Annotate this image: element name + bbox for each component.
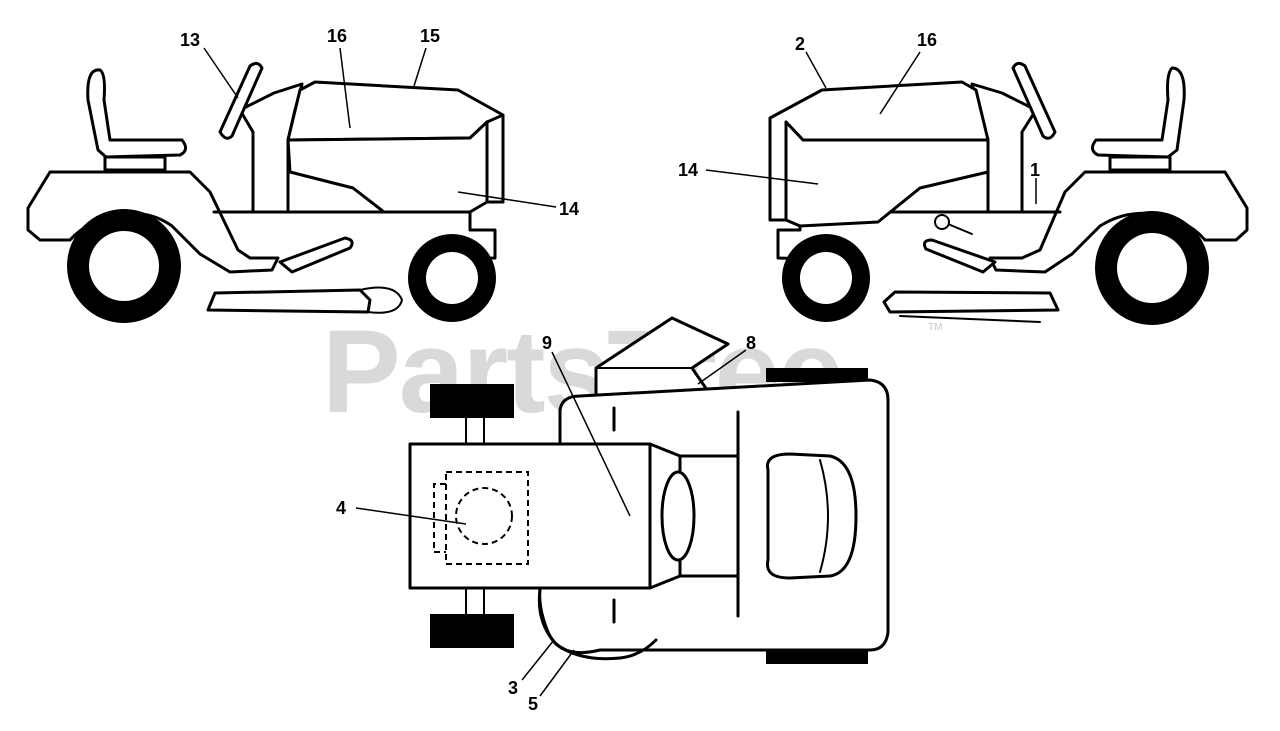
leader-16b [879, 51, 921, 115]
leader-9 [551, 351, 631, 517]
side-panel [286, 120, 489, 214]
front-wheel [408, 234, 496, 322]
callout-3: 3 [508, 678, 518, 698]
front-wheel-bottom [430, 614, 514, 648]
leader-14b [705, 169, 819, 185]
seat-back-top [819, 459, 829, 573]
callout-14-left: 14 [559, 199, 579, 219]
leader-5 [539, 649, 575, 697]
side-panel [784, 120, 990, 228]
callout-1: 1 [1030, 160, 1040, 180]
front-wheel [782, 234, 870, 322]
decal-bracket [433, 483, 446, 553]
leader-4 [355, 507, 467, 525]
seat-base [103, 155, 167, 172]
grille [485, 113, 505, 204]
callout-16-right: 16 [917, 30, 937, 50]
deck-edge [899, 315, 1041, 323]
rear-wheel-top [766, 368, 868, 382]
foot-pedal [278, 236, 354, 274]
rear-wheel [1095, 211, 1209, 325]
seat-base [1108, 155, 1172, 172]
callout-4: 4 [336, 498, 346, 518]
tractor-top-view [408, 316, 890, 664]
callout-9: 9 [542, 333, 552, 353]
watermark-tm: TM [928, 322, 942, 333]
callout-labels: 13 16 15 14 2 16 14 1 9 8 4 3 5 [180, 26, 1040, 714]
leader-13 [203, 47, 239, 99]
steering-wheel-top [660, 470, 696, 562]
steering-wheel [218, 61, 264, 140]
leader-2 [805, 51, 827, 89]
steering-wheel [1011, 61, 1057, 140]
leader-3 [521, 639, 555, 681]
leader-lines [203, 47, 1037, 697]
callout-13: 13 [180, 30, 200, 50]
callout-8: 8 [746, 333, 756, 353]
seat-top [765, 452, 858, 580]
control-lever [947, 223, 973, 235]
mower-deck [206, 288, 372, 314]
callout-15: 15 [420, 26, 440, 46]
tractor-left-side-view [26, 61, 505, 323]
deck-chute [359, 286, 403, 314]
decal-area [445, 471, 529, 565]
callout-14-right: 14 [678, 160, 698, 180]
tractor-right-side-view [768, 61, 1249, 325]
leader-16a [339, 47, 351, 129]
seat-back [86, 68, 187, 159]
callout-2: 2 [795, 34, 805, 54]
lever-knob [934, 214, 950, 230]
callout-5: 5 [528, 694, 538, 714]
rear-wheel-bottom [766, 650, 868, 664]
leader-8 [697, 349, 747, 385]
seat-back [1091, 66, 1186, 159]
leader-15 [413, 47, 427, 87]
rear-wheel [67, 209, 181, 323]
deck-bump [537, 588, 658, 661]
front-wheel-top [430, 384, 514, 418]
leader-14a [457, 191, 557, 208]
front-axle [465, 417, 485, 615]
mower-deck [882, 290, 1060, 314]
callout-16-left: 16 [327, 26, 347, 46]
foot-pedal [923, 238, 997, 274]
decal-circle [455, 487, 513, 545]
